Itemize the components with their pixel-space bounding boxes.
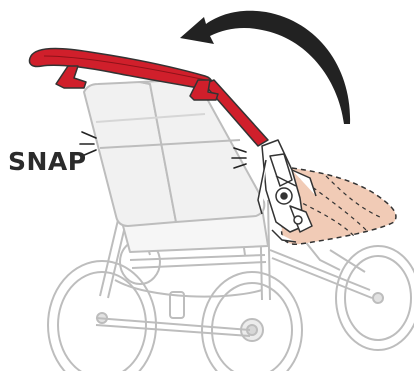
rear-left-wheel bbox=[48, 261, 156, 371]
wheels bbox=[48, 240, 414, 371]
rear-right-wheel bbox=[202, 272, 302, 371]
snap-label: SNAP bbox=[8, 149, 87, 174]
handlebar-left-clip bbox=[56, 66, 86, 88]
seat-backs bbox=[84, 80, 264, 226]
